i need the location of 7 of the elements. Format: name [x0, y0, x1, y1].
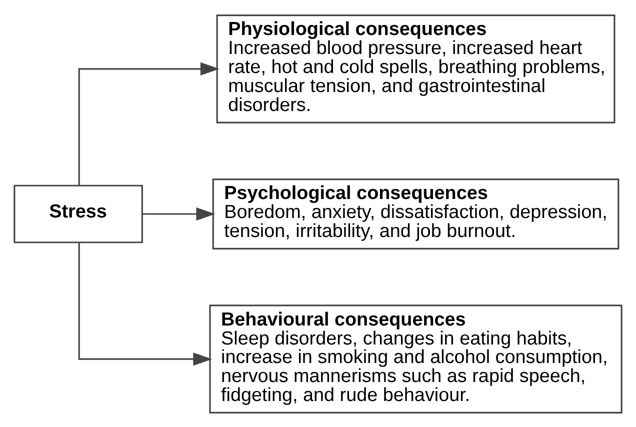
arrow: [78, 242, 212, 366]
arrow: [78, 62, 220, 185]
node-box: Physiological consequences Increased blood pressure, increased heart rate, hot and cold spells, breathing problems, muscular tension, and gastrointestinal disorders.: [216, 14, 616, 123]
node-box: Psychological consequences Boredom, anxiety, dissatisfaction, depression, tension, irritability, and job burnout.: [212, 178, 620, 249]
arrow: [142, 206, 216, 220]
node-box: Behavioural consequences Sleep disorders, changes in eating habits, increase in smoking and alcohol consumption, nervous mannerisms such as rapid speech, fidgeting, and rude behaviour.: [209, 304, 622, 413]
node-box: Stress: [14, 184, 143, 243]
